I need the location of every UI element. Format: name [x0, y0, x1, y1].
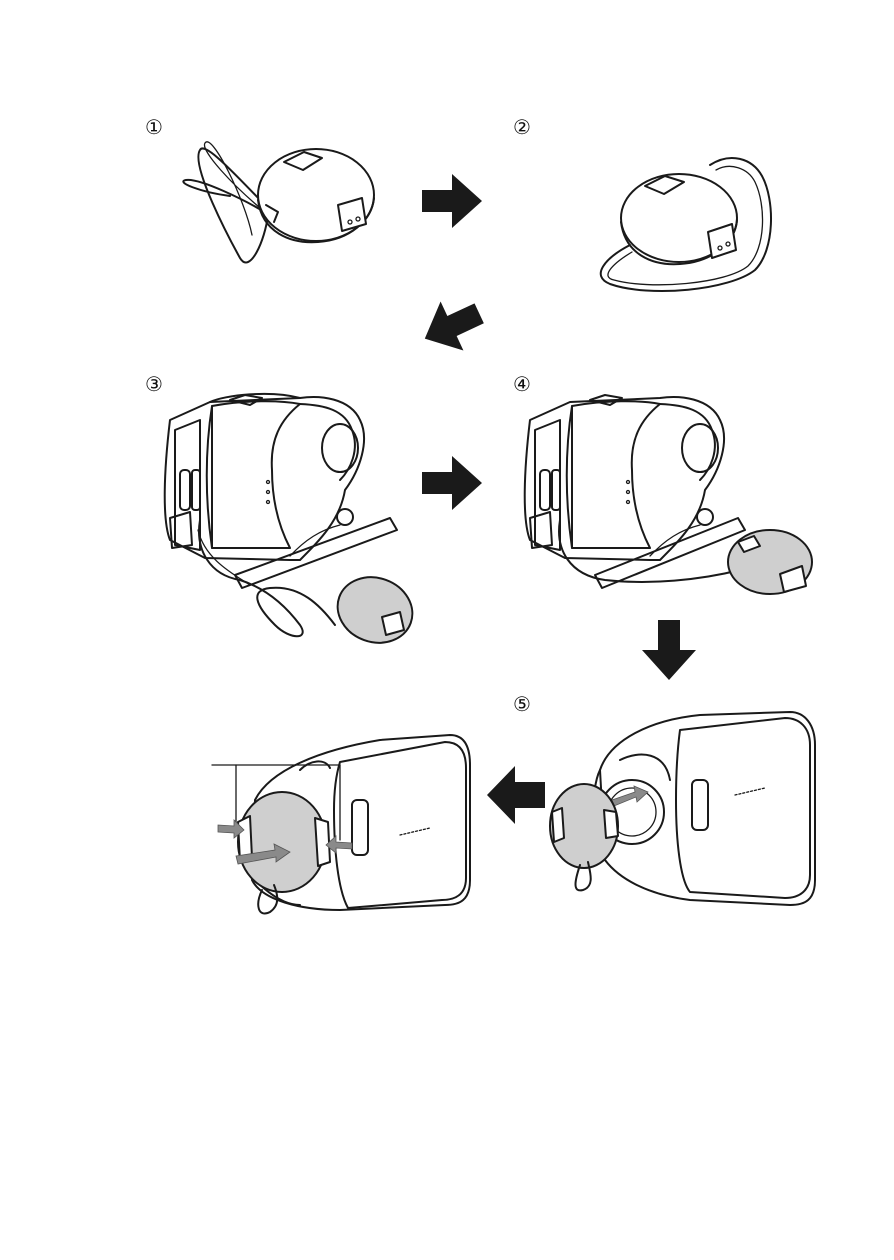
flow-arrow-diagonal	[413, 289, 490, 363]
flow-arrow-right-2	[422, 456, 482, 510]
arrow-icon	[642, 620, 696, 680]
cap-tab-side	[338, 198, 366, 231]
step-4-illustration	[525, 395, 812, 594]
arrow-icon	[422, 456, 482, 510]
camcorder	[165, 394, 364, 560]
step-2-illustration	[601, 158, 771, 291]
arrow-icon	[422, 174, 482, 228]
flow-arrow-left	[487, 766, 545, 824]
step-5-illustration	[550, 712, 815, 905]
arrow-icon	[413, 289, 490, 363]
flow-arrow-down	[642, 620, 696, 680]
step-1-illustration	[183, 142, 374, 263]
flow-arrow-right-1	[422, 174, 482, 228]
cap-tab	[382, 612, 404, 635]
cord-loop	[183, 142, 270, 263]
step-3-illustration	[165, 394, 422, 653]
step-6-illustration	[212, 735, 470, 913]
arrow-icon	[487, 766, 545, 824]
camcorder	[594, 712, 815, 905]
lens-cap	[328, 567, 421, 653]
